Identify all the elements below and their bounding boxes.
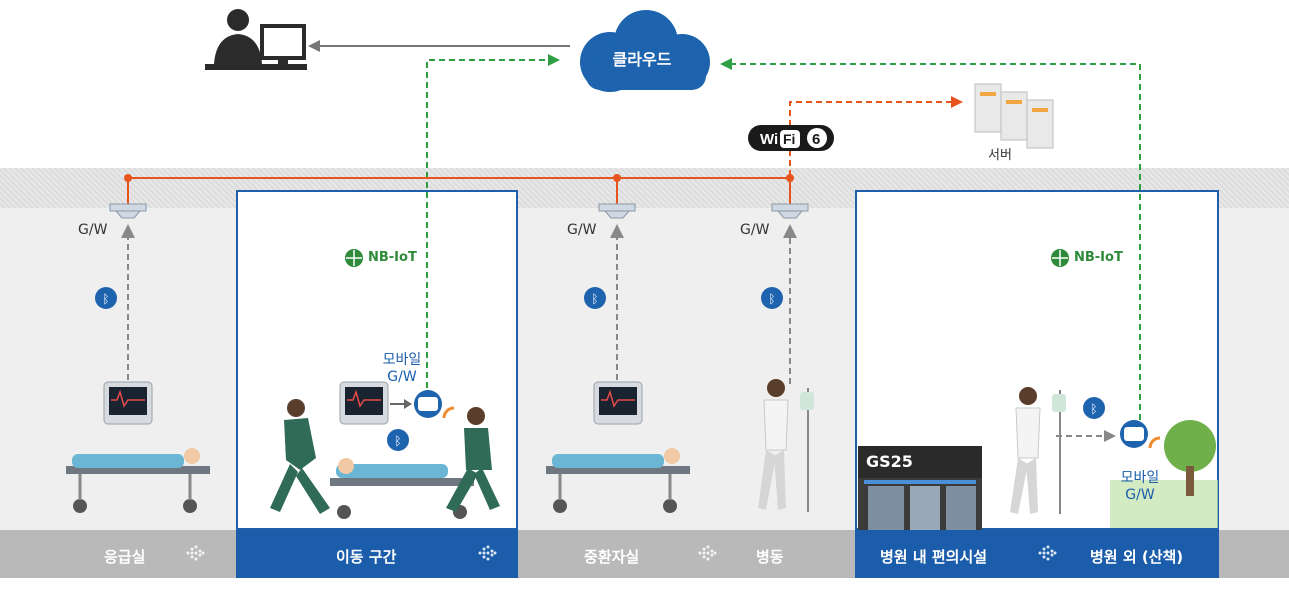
- wifi6-badge: Wi Fi 6: [748, 125, 834, 151]
- gateway-icon-icu: [598, 203, 636, 219]
- store-sign: GS25: [858, 446, 982, 478]
- svg-text:Fi: Fi: [783, 131, 795, 147]
- nbiot-logo-icon-outside: [1051, 249, 1069, 267]
- footer-label-transit: 이동 구간: [336, 548, 397, 566]
- nbiot-logo-icon-transit: [345, 249, 363, 267]
- svg-text:Wi: Wi: [760, 131, 778, 148]
- svg-text:6: 6: [812, 131, 820, 148]
- gw-label-ward: G/W: [740, 222, 770, 238]
- svg-text:ᛒ: ᛒ: [768, 292, 775, 306]
- nbiot-line-outside: [728, 63, 1141, 420]
- bed-transit: [330, 458, 474, 519]
- ble-icon-outside: ᛒ: [1083, 397, 1105, 419]
- footer-transit: [236, 530, 518, 578]
- gw-label-er: G/W: [78, 222, 108, 238]
- footer-label-ward: 병동: [756, 548, 784, 566]
- gateway-icon-ward: [771, 203, 809, 219]
- svg-text:ᛒ: ᛒ: [1090, 402, 1097, 416]
- gateway-icon-er: [109, 203, 147, 219]
- nurse-figure-ward: [758, 379, 814, 512]
- gw-label-icu: G/W: [567, 222, 597, 238]
- ble-icon-er: ᛒ: [95, 287, 117, 309]
- operator-icon: [205, 9, 307, 70]
- patient-monitor-transit: [339, 381, 389, 425]
- medic-figure-right: [446, 407, 500, 512]
- mobile-gateway-outside: [1120, 420, 1161, 449]
- svg-text:ᛒ: ᛒ: [102, 292, 109, 306]
- footer-label-outside: 병원 외 (산책): [1090, 548, 1184, 566]
- bed-er: [66, 448, 210, 513]
- ble-icon-icu: ᛒ: [584, 287, 606, 309]
- mobile-gw-line2: G/W: [1125, 487, 1155, 503]
- server-label: 서버: [988, 148, 1012, 163]
- arrow-icon: [1036, 542, 1058, 564]
- footer-label-er: 응급실: [104, 548, 146, 566]
- bed-icu: [546, 448, 690, 513]
- nurse-figure-outside: [1010, 387, 1066, 514]
- cloud-label: 클라우드: [612, 50, 672, 69]
- mobile-gw-line2: G/W: [387, 369, 417, 385]
- mobile-gw-label-transit: 모바일 G/W: [374, 352, 430, 386]
- arrow-icon: [696, 542, 718, 564]
- footer-label-store: 병원 내 편의시설: [880, 548, 988, 566]
- svg-text:ᛒ: ᛒ: [591, 292, 598, 306]
- arrow-icon: [184, 542, 206, 564]
- nbiot-label-outside: NB-IoT: [1074, 250, 1123, 265]
- server-icon: [974, 83, 1054, 149]
- patient-monitor-icu: [593, 381, 643, 425]
- nbiot-line-transit: [426, 59, 552, 388]
- wifi-line-server: [789, 101, 955, 196]
- mobile-gw-label-outside: 모바일 G/W: [1112, 470, 1168, 504]
- nbiot-label-transit: NB-IoT: [368, 250, 417, 265]
- footer-outside: [855, 530, 1219, 578]
- mobile-gateway-transit: [414, 390, 455, 419]
- patient-monitor-er: [103, 381, 153, 425]
- mobile-gw-line1: 모바일: [382, 352, 422, 368]
- park-scenery: [1110, 420, 1218, 528]
- cloud-icon: [580, 10, 710, 92]
- ble-icon-ward: ᛒ: [761, 287, 783, 309]
- arrow-icon: [476, 542, 498, 564]
- footer-label-icu: 중환자실: [584, 548, 640, 566]
- ble-icon-transit: ᛒ: [387, 429, 409, 451]
- svg-text:ᛒ: ᛒ: [394, 434, 401, 448]
- mobile-gw-line1: 모바일: [1120, 470, 1160, 486]
- zone-outside-box: [855, 190, 1219, 530]
- medic-figure-left: [270, 399, 330, 514]
